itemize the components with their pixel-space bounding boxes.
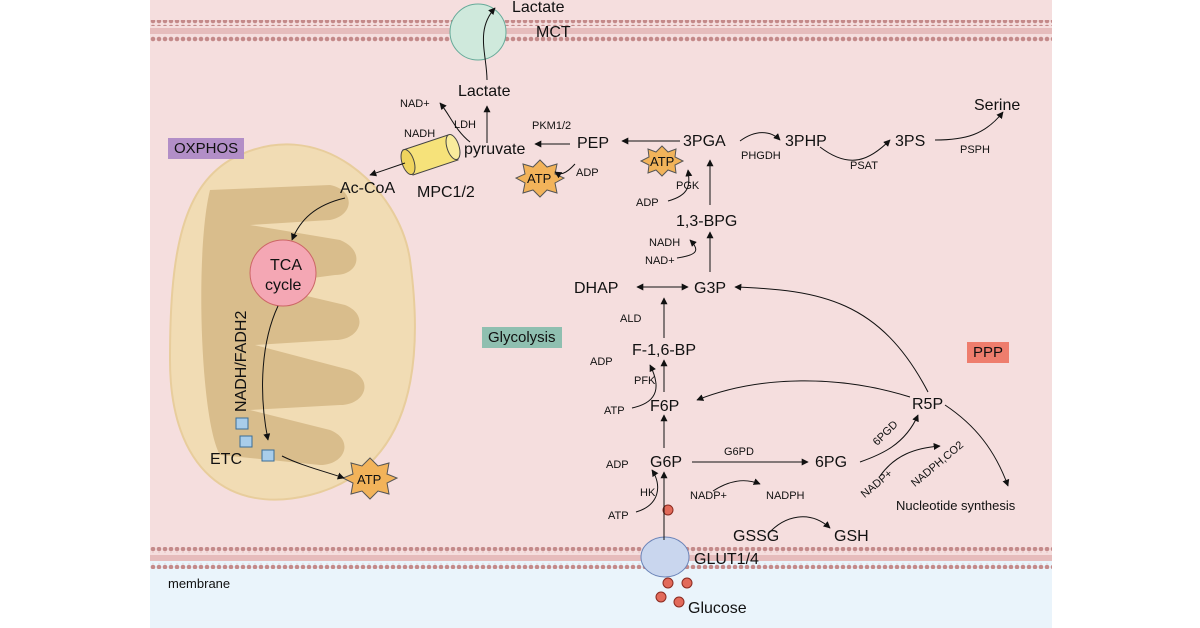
pep-label: PEP — [577, 135, 609, 152]
lactate-label: Lactate — [458, 83, 511, 100]
atp-pk-label: ATP — [527, 171, 551, 186]
g6p-label: G6P — [650, 454, 682, 471]
3php-label: 3PHP — [785, 133, 827, 150]
cycle-label: cycle — [265, 277, 302, 294]
gsh-label: GSH — [834, 528, 869, 545]
mpc-label: MPC1/2 — [417, 184, 475, 201]
tca-label: TCA — [270, 257, 302, 274]
glut-label: GLUT1/4 — [694, 551, 759, 568]
atp-pgk-label: ATP — [650, 154, 674, 169]
nad-g3p-label: NAD+ — [645, 255, 675, 267]
adp-pfk-label: ADP — [590, 356, 613, 368]
dhap-label: DHAP — [574, 280, 618, 297]
mct-transporter — [449, 3, 507, 61]
nadh-g3p-label: NADH — [649, 237, 680, 249]
psat-label: PSAT — [850, 160, 878, 172]
etc-complex-2 — [239, 435, 253, 448]
serine-label: Serine — [974, 97, 1020, 114]
ald-label: ALD — [620, 313, 641, 325]
adp-hk-label: ADP — [606, 459, 629, 471]
extracellular-top — [150, 0, 1052, 20]
etc-label: ETC — [210, 451, 242, 468]
atp-pfk-label: ATP — [604, 405, 625, 417]
atp-etc-label: ATP — [357, 472, 381, 487]
etc-complex-3 — [261, 449, 275, 462]
bottom-membrane — [150, 547, 1052, 569]
glucose-dot-5 — [673, 596, 685, 608]
nucleotide-synthesis-label: Nucleotide synthesis — [896, 498, 1016, 513]
g6pd-label: G6PD — [724, 446, 754, 458]
ppp-box: PPP — [967, 342, 1010, 363]
psph-label: PSPH — [960, 144, 990, 156]
mpc-transporter — [400, 133, 461, 176]
adp-pgk-label: ADP — [636, 197, 659, 209]
3pga-label: 3PGA — [683, 133, 726, 150]
nadh-fadh2-label: NADH/FADH2 — [233, 311, 250, 412]
lactate-out-label: Lactate — [512, 0, 565, 16]
nad-plus-ldh-label: NAD+ — [400, 98, 430, 110]
atp-star-pgk — [639, 145, 685, 177]
atp-hk-label: ATP — [608, 510, 629, 522]
mct-label: MCT — [536, 24, 571, 41]
glut-transporter — [640, 536, 690, 578]
phgdh-label: PHGDH — [741, 150, 781, 162]
6pg-label: 6PG — [815, 454, 847, 471]
f16bp-label: F-1,6-BP — [632, 342, 696, 359]
top-membrane — [150, 20, 1052, 42]
pfk-label: PFK — [634, 375, 656, 387]
ldh-label: LDH — [454, 119, 476, 131]
pathway-arrows — [262, 7, 1010, 540]
g3p-label: G3P — [694, 280, 726, 297]
atp-star-etc — [341, 457, 399, 500]
atp-star-pk — [514, 159, 566, 198]
glucose-dot-3 — [681, 577, 693, 589]
oxphos-box: OXPHOS — [168, 138, 245, 159]
pkm-label: PKM1/2 — [532, 120, 571, 132]
glucose-label: Glucose — [688, 600, 747, 617]
membrane-label: membrane — [168, 576, 230, 591]
glucose-dot-4 — [655, 591, 667, 603]
nadh-ldh-label: NADH — [404, 128, 435, 140]
etc-complex-1 — [235, 417, 249, 430]
ac-coa-label: Ac-CoA — [340, 180, 395, 197]
bpg-label: 1,3-BPG — [676, 213, 737, 230]
gssg-label: GSSG — [733, 528, 779, 545]
nadph-g6pd-label: NADPH — [766, 490, 805, 502]
tca-cycle-circle — [249, 239, 317, 307]
glycolysis-box: Glycolysis — [482, 327, 562, 348]
pyruvate-label: pyruvate — [464, 141, 525, 158]
r5p-label: R5P — [912, 396, 943, 413]
3ps-label: 3PS — [895, 133, 925, 150]
pgk-label: PGK — [676, 180, 700, 192]
extracellular-area — [150, 560, 1052, 628]
f6p-label: F6P — [650, 398, 679, 415]
hk-label: HK — [640, 487, 656, 499]
adp-pk-label: ADP — [576, 167, 599, 179]
glucose-dot-2 — [662, 577, 674, 589]
glucose-dot-1 — [662, 504, 674, 516]
nadp-g6pd-label: NADP+ — [690, 490, 727, 502]
mitochondrion — [168, 143, 416, 501]
